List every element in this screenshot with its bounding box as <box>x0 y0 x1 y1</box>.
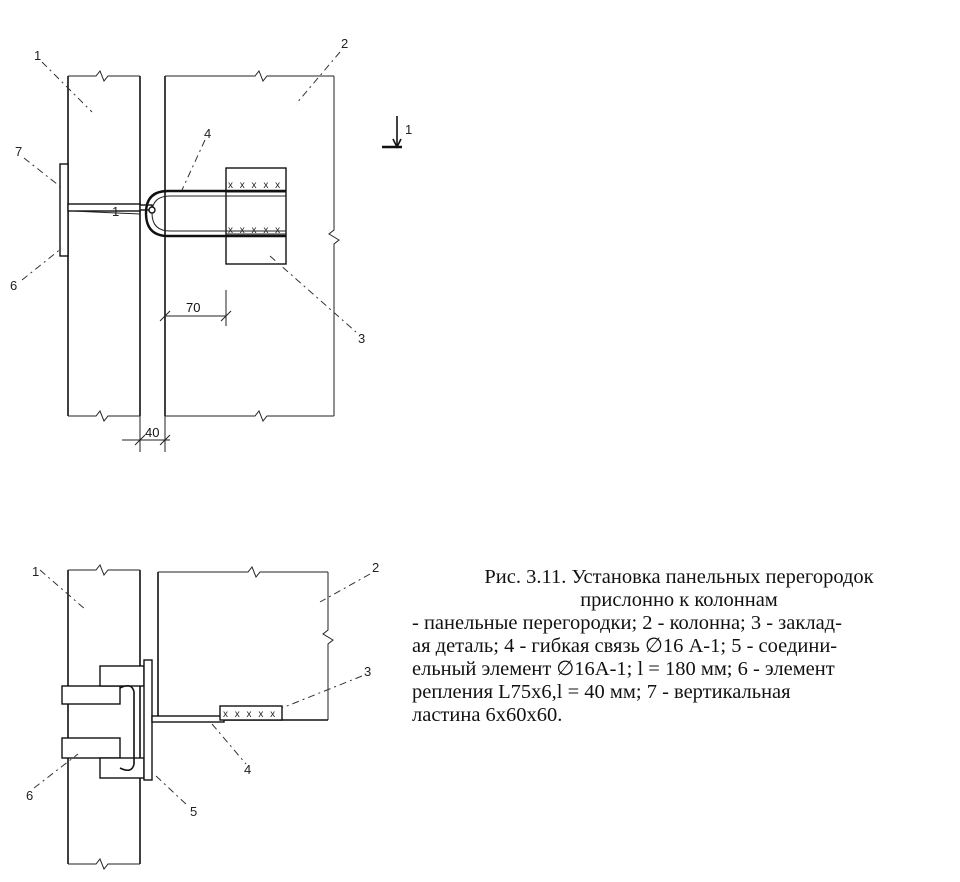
top-section-mark-arrow <box>392 138 402 149</box>
top-vertical-plate <box>59 163 69 257</box>
top-dim-70-value: 70 <box>186 300 200 315</box>
caption-body-line-1: - панельные перегородки; 2 - колонна; 3 … <box>412 612 842 634</box>
top-leader-embed <box>269 255 357 333</box>
top-leader-tie <box>181 139 206 191</box>
top-embed-weld-top: x x x x x <box>228 180 282 191</box>
top-label-column: 2 <box>341 36 348 51</box>
bottom-angle-lower <box>61 737 121 759</box>
top-tie-pin <box>148 206 156 214</box>
bottom-angle-upper-leg <box>99 665 145 687</box>
top-embed-plate <box>225 167 287 265</box>
top-panel-break-top <box>68 70 140 82</box>
top-column-break-right <box>328 76 340 416</box>
bottom-embed-plate <box>219 705 283 721</box>
top-dim-70-tick-left <box>159 310 171 322</box>
top-label-embed: 3 <box>358 331 365 346</box>
top-label-panel: 1 <box>34 48 41 63</box>
top-dim-70-tick-right <box>220 310 232 322</box>
bottom-label-tie: 4 <box>244 762 251 777</box>
bottom-angle-lower-leg <box>99 757 145 779</box>
top-leader-plate <box>23 157 63 189</box>
bottom-leader-column <box>319 573 371 603</box>
top-angle-leg <box>67 203 141 212</box>
bottom-embed-weld: x x x x x <box>223 709 277 720</box>
bottom-label-column: 2 <box>372 560 379 575</box>
top-dim-40-tick-left <box>134 434 146 446</box>
bottom-angle-upper <box>61 685 121 705</box>
top-leader-panel <box>41 61 93 113</box>
bottom-connector-hook <box>119 684 135 772</box>
top-section-mark-label: 1 <box>405 122 412 137</box>
caption-body-line-3: ельный элемент ∅16А-1; l = 180 мм; 6 - э… <box>412 658 835 680</box>
top-tie-mark: 1 <box>112 204 119 219</box>
top-angle-edge <box>71 210 141 215</box>
top-label-angle: 6 <box>10 278 17 293</box>
bottom-leader-embed <box>281 675 363 709</box>
bottom-label-connector: 5 <box>190 804 197 819</box>
top-panel-break-bottom <box>68 410 140 422</box>
bottom-leader-angle <box>33 753 79 789</box>
bottom-leader-panel <box>39 569 87 611</box>
top-column-break-top <box>165 70 334 82</box>
bottom-panel-break-top <box>68 564 140 576</box>
bottom-panel-break-bottom <box>68 858 140 870</box>
caption-body-line-2: ая деталь; 4 - гибкая связь ∅16 А-1; 5 -… <box>412 635 838 657</box>
bottom-leader-connector <box>155 775 189 807</box>
caption-title-line-1: Рис. 3.11. Установка панельных перегород… <box>484 566 874 588</box>
top-leader-column <box>295 51 341 105</box>
top-leader-angle <box>21 247 63 281</box>
top-column-break-bottom <box>165 410 334 422</box>
figure-caption: Рис. 3.11. Установка панельных перегород… <box>412 566 946 727</box>
bottom-label-embed: 3 <box>364 664 371 679</box>
bottom-leader-tie <box>211 723 247 765</box>
bottom-connector <box>143 659 153 781</box>
top-dim-40-tick-right <box>159 434 171 446</box>
bottom-label-panel: 1 <box>32 564 39 579</box>
caption-body-line-5: ластина 6x60x60. <box>412 704 563 726</box>
bottom-flexible-tie <box>151 715 225 723</box>
caption-body-line-4: репления L75x6,l = 40 мм; 7 - вертикальн… <box>412 681 791 703</box>
top-flexible-tie <box>144 189 286 238</box>
bottom-column-break-top <box>158 566 328 578</box>
caption-title-line-2: прислонно к колоннам <box>580 589 778 611</box>
top-label-tie: 4 <box>204 126 211 141</box>
bottom-column-break-right <box>322 572 334 720</box>
top-label-plate: 7 <box>15 144 22 159</box>
bottom-label-angle: 6 <box>26 788 33 803</box>
top-dim-40-value: 40 <box>145 425 159 440</box>
